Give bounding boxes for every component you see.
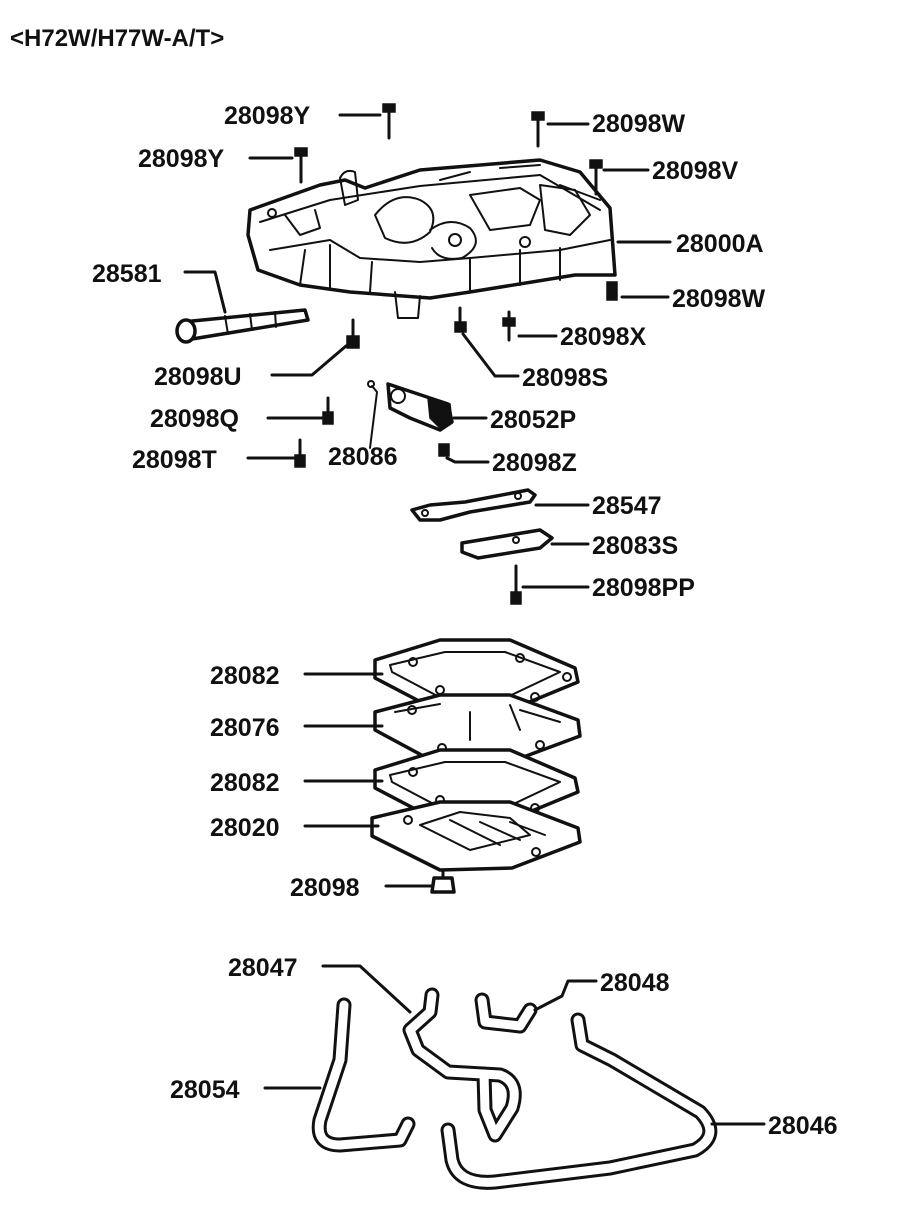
- label-28098V: 28098V: [652, 157, 739, 185]
- label-28086: 28086: [328, 443, 398, 471]
- label-28020: 28020: [210, 814, 280, 842]
- pin-28086: [367, 380, 378, 449]
- label-28098PP: 28098PP: [592, 574, 695, 602]
- label-28098X: 28098X: [560, 323, 647, 351]
- plate-28547: [410, 488, 537, 522]
- label-28098Y-top: 28098Y: [224, 102, 311, 130]
- label-28098W-right: 28098W: [672, 285, 766, 313]
- label-28000A: 28000A: [676, 230, 764, 258]
- label-28054: 28054: [170, 1076, 240, 1104]
- plate-28083S: [460, 528, 554, 560]
- bolt-28098Y-top: [382, 103, 396, 140]
- diagram-title: <H72W/H77W-A/T>: [10, 25, 224, 52]
- label-28547: 28547: [592, 492, 662, 520]
- label-28098W-top: 28098W: [592, 110, 686, 138]
- valve-body-assembly: [246, 158, 617, 319]
- label-28098T: 28098T: [132, 446, 217, 474]
- label-28098: 28098: [290, 874, 360, 902]
- tube-28048: [474, 992, 538, 1034]
- bar-part-28581: [175, 308, 310, 344]
- tube-28054: [311, 997, 416, 1153]
- label-28098Y-left: 28098Y: [138, 145, 225, 173]
- bolt-28098PP: [510, 564, 522, 605]
- label-28048: 28048: [600, 969, 670, 997]
- label-28082-lower: 28082: [210, 769, 280, 797]
- part-labels: 28098Y 28098W 28098Y 28098V 28000A 28581…: [92, 102, 838, 1140]
- label-28047: 28047: [228, 954, 298, 982]
- bolt-28098W-top: [531, 111, 545, 148]
- tube-28047: [402, 987, 522, 1143]
- label-28098U: 28098U: [154, 363, 242, 391]
- bolt-28098Y-left: [294, 147, 308, 184]
- leader-lines: [183, 113, 766, 1126]
- label-28052P: 28052P: [490, 406, 576, 434]
- bolt-28098S: [454, 306, 467, 333]
- label-28581: 28581: [92, 260, 162, 288]
- bolt-28098W-right: [606, 281, 618, 301]
- label-28083S: 28083S: [592, 532, 678, 560]
- label-28098S: 28098S: [522, 364, 608, 392]
- label-28046: 28046: [768, 1112, 838, 1140]
- valve-body-plate-28020: [370, 800, 582, 872]
- separator-plate-28076: [373, 693, 582, 767]
- solenoid-28052P: [386, 382, 454, 432]
- label-28098Z: 28098Z: [492, 449, 577, 477]
- gasket-28082-upper: [373, 638, 580, 714]
- label-28082-upper: 28082: [210, 662, 280, 690]
- bolt-28098U: [346, 318, 360, 349]
- bolt-28098T: [294, 438, 306, 468]
- bolt-28098Q: [322, 396, 334, 425]
- bolt-28098X: [502, 310, 516, 342]
- bolt-28098V: [589, 159, 603, 196]
- bolt-28098Z: [438, 443, 450, 457]
- label-28076: 28076: [210, 714, 280, 742]
- tube-28046: [440, 1012, 718, 1190]
- label-28098Q: 28098Q: [150, 405, 239, 433]
